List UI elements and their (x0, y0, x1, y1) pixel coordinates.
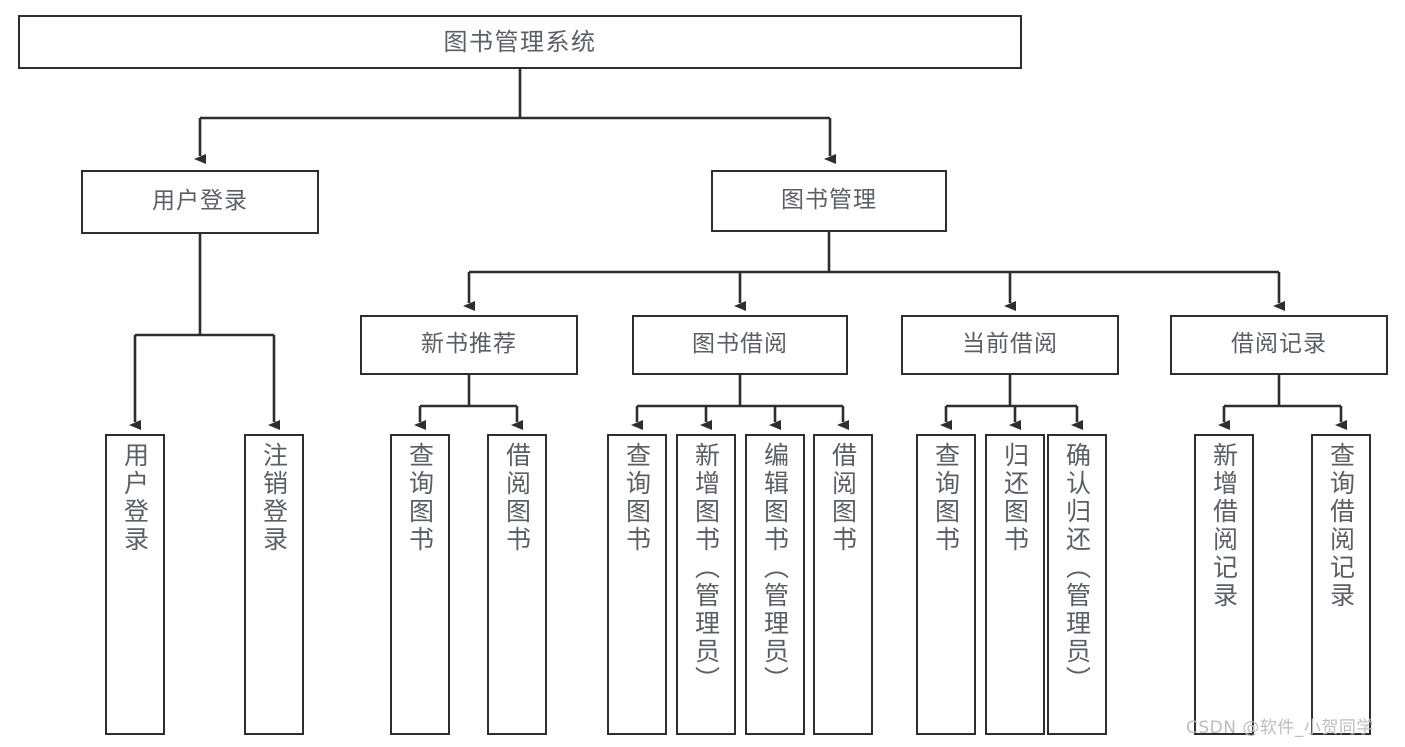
node-label: 归还图书 (1000, 442, 1030, 554)
leaf-user-login[interactable]: 用户登录 (105, 434, 165, 735)
node-new-book-recommendation[interactable]: 新书推荐 (360, 315, 578, 375)
node-label: 图书管理 (781, 187, 877, 214)
node-label: 图书管理系统 (443, 27, 597, 56)
leaf-add-book-admin[interactable]: 新增图书（管理员） (676, 434, 736, 735)
node-label: 当前借阅 (962, 331, 1058, 358)
watermark: CSDN @软件_小贺同学 (1186, 718, 1374, 738)
leaf-confirm-return-admin[interactable]: 确认归还（管理员） (1047, 434, 1107, 735)
node-label: 用户登录 (152, 188, 248, 215)
node-label: 借阅记录 (1231, 331, 1327, 358)
leaf-query-book-current[interactable]: 查询图书 (916, 434, 976, 735)
node-label: 查询图书 (405, 442, 435, 554)
leaf-query-book-borrow[interactable]: 查询图书 (607, 434, 667, 735)
leaf-borrow-book-rec[interactable]: 借阅图书 (487, 434, 547, 735)
node-label: 查询图书 (931, 442, 961, 554)
node-label: 编辑图书（管理员） (760, 442, 790, 694)
node-book-management[interactable]: 图书管理 (711, 170, 947, 232)
node-label: 新增借阅记录 (1209, 442, 1239, 610)
node-label: 查询图书 (622, 442, 652, 554)
node-book-borrow[interactable]: 图书借阅 (632, 315, 848, 375)
node-label: 注销登录 (259, 442, 289, 554)
node-label: 确认归还（管理员） (1062, 442, 1092, 694)
leaf-logout[interactable]: 注销登录 (244, 434, 304, 735)
node-label: 用户登录 (120, 442, 150, 554)
node-root[interactable]: 图书管理系统 (18, 15, 1022, 69)
leaf-add-borrow-record[interactable]: 新增借阅记录 (1194, 434, 1254, 735)
leaf-edit-book-admin[interactable]: 编辑图书（管理员） (745, 434, 805, 735)
node-current-borrow[interactable]: 当前借阅 (901, 315, 1119, 375)
node-label: 借阅图书 (828, 442, 858, 554)
leaf-query-book-rec[interactable]: 查询图书 (390, 434, 450, 735)
leaf-return-book[interactable]: 归还图书 (985, 434, 1045, 735)
node-label: 新增图书（管理员） (691, 442, 721, 694)
node-label: 查询借阅记录 (1326, 442, 1356, 610)
node-label: 图书借阅 (692, 331, 788, 358)
node-user-login[interactable]: 用户登录 (81, 170, 319, 234)
node-label: 借阅图书 (502, 442, 532, 554)
leaf-borrow-book[interactable]: 借阅图书 (813, 434, 873, 735)
node-label: 新书推荐 (421, 331, 517, 358)
node-borrow-record[interactable]: 借阅记录 (1170, 315, 1388, 375)
leaf-query-borrow-record[interactable]: 查询借阅记录 (1311, 434, 1371, 735)
